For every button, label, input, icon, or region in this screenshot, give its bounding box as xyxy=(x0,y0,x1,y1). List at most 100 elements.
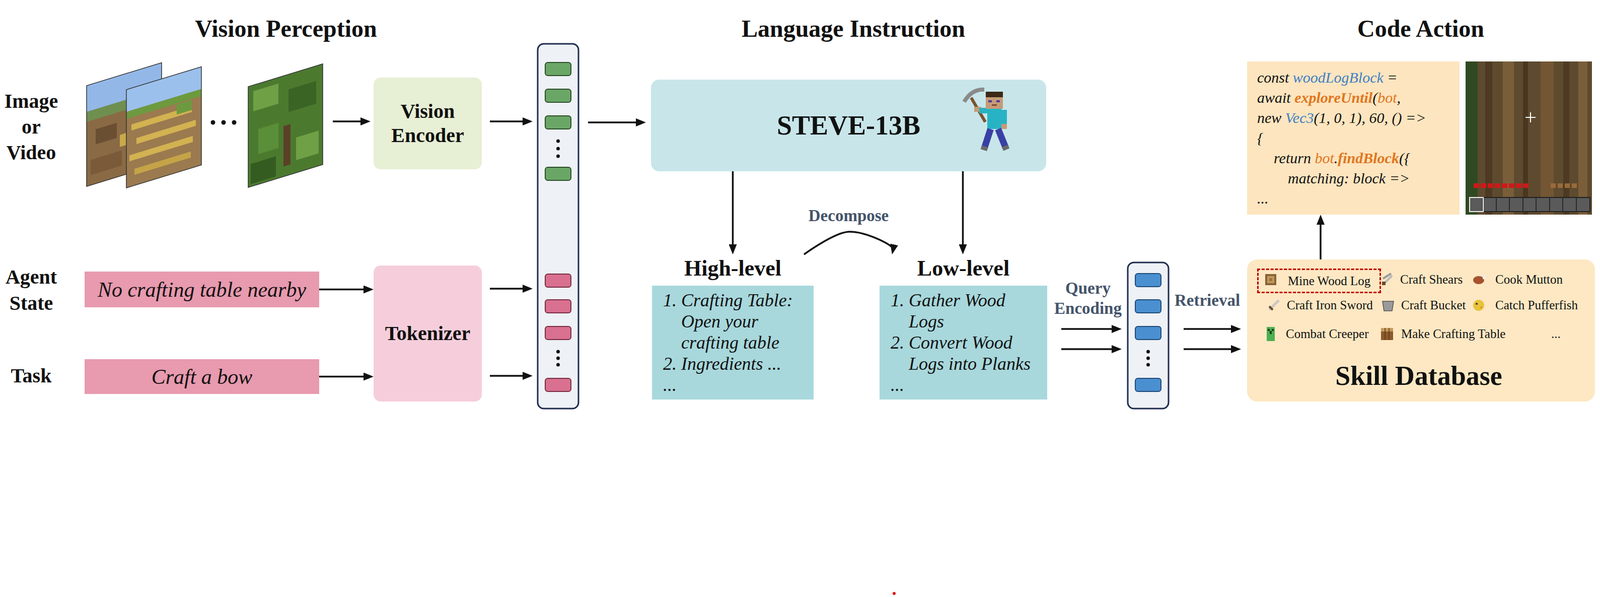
list-item: 2. Convert Wood Logs into Planks xyxy=(890,331,1043,375)
panel-heading: High-level xyxy=(651,254,814,283)
game-frame xyxy=(248,63,323,188)
query-column xyxy=(1135,299,1161,313)
game-screenshot xyxy=(1473,183,1480,188)
token-column xyxy=(545,89,571,103)
selected-skill: Mine Wood Log xyxy=(1257,268,1381,294)
code-token: ({ xyxy=(1399,149,1411,167)
steve-figure xyxy=(991,104,997,106)
pufferfish-icon xyxy=(1473,299,1485,311)
game-screenshot xyxy=(1535,197,1537,212)
section-title: Code Action xyxy=(1357,14,1485,44)
steve-figure xyxy=(985,91,1003,109)
edge-label: Decompose xyxy=(806,205,891,226)
game-frames xyxy=(86,62,323,188)
game-screenshot xyxy=(1515,183,1522,188)
log-icon xyxy=(1265,273,1277,285)
query-column xyxy=(1146,349,1150,354)
game-screenshot xyxy=(1473,183,1529,188)
crafting-table-icon xyxy=(1380,327,1394,340)
flow-arrow xyxy=(319,288,371,291)
token-column xyxy=(556,362,560,367)
token-column xyxy=(537,43,579,409)
query-column xyxy=(1146,362,1150,367)
code-line: await exploreUntil(bot, xyxy=(1257,87,1452,108)
node-fill xyxy=(650,79,1047,172)
shears-icon xyxy=(1382,273,1393,285)
instruction-panel: High-level 1. Crafting Table: Open your c… xyxy=(651,254,814,400)
game-frame xyxy=(248,63,323,188)
code-token: => xyxy=(1385,169,1410,187)
game-frame xyxy=(134,151,191,175)
game-screenshot xyxy=(1522,197,1524,212)
crafting-table-icon xyxy=(1388,327,1390,340)
game-screenshot xyxy=(1485,61,1493,215)
skill-name: Cook Mutton xyxy=(1495,271,1563,287)
sword-icon xyxy=(1269,300,1279,310)
steve-figure xyxy=(964,89,1010,152)
log-icon xyxy=(1265,273,1277,285)
game-screenshot xyxy=(1465,61,1592,215)
bucket-icon xyxy=(1382,301,1394,311)
steve-figure xyxy=(988,100,992,103)
game-screenshot xyxy=(1540,61,1554,215)
code-token: ... xyxy=(1257,189,1269,207)
flow-arrows xyxy=(1183,347,1239,350)
database-title: Skill Database xyxy=(1335,359,1503,392)
game-frame xyxy=(126,66,202,188)
game-screenshot xyxy=(1522,183,1529,188)
token-column xyxy=(545,378,571,392)
game-frame xyxy=(95,122,117,145)
flow-arrows xyxy=(332,120,368,123)
steve-figure xyxy=(980,127,994,152)
code-token xyxy=(1281,109,1286,126)
token-column xyxy=(556,147,560,151)
input-label: Task xyxy=(11,363,52,388)
code-token xyxy=(1290,89,1295,106)
game-screenshot xyxy=(1578,61,1588,215)
ellipsis-dot xyxy=(221,120,227,125)
game-screenshot xyxy=(1508,197,1510,212)
step-label: Query Encoding xyxy=(1054,277,1122,319)
game-screenshot xyxy=(1530,112,1532,123)
skill-name: Catch Pufferfish xyxy=(1495,297,1578,313)
stray-dot xyxy=(892,591,896,595)
flow-arrows xyxy=(1061,327,1119,330)
flow-arrows xyxy=(1061,347,1119,350)
code-token: Vec3 xyxy=(1285,109,1315,126)
crafting-table-icon xyxy=(1384,327,1386,340)
steve-figure xyxy=(964,89,985,102)
game-frame xyxy=(126,66,202,188)
code-token: (1, 0, 1), 60, () => xyxy=(1313,109,1426,126)
token-column xyxy=(556,349,560,354)
task-text: Craft a bow xyxy=(151,364,253,390)
query-column xyxy=(1127,262,1169,409)
game-frame xyxy=(283,123,291,167)
token-column xyxy=(545,326,571,340)
game-frame xyxy=(258,122,279,155)
code-token: bot xyxy=(1314,149,1334,167)
skill-name: Mine Wood Log xyxy=(1287,273,1371,289)
game-screenshot xyxy=(1494,183,1501,188)
list-item: ... xyxy=(663,374,809,396)
game-screenshot xyxy=(1550,183,1577,188)
shears-icon xyxy=(1382,281,1386,285)
box-title: Vision Encoder xyxy=(379,99,476,148)
flow-arrows xyxy=(1183,327,1239,330)
code-token: = xyxy=(1383,68,1398,86)
skill-name: Craft Shears xyxy=(1400,271,1463,287)
code-token: : xyxy=(1344,169,1354,187)
code-line: { xyxy=(1257,127,1452,149)
section-title: Language Instruction xyxy=(741,14,966,44)
log-icon xyxy=(1269,277,1273,281)
game-screenshot xyxy=(1482,197,1577,212)
shears-icon xyxy=(1383,273,1392,279)
list-item: 1. Crafting Table: Open your crafting ta… xyxy=(663,289,809,353)
skill-name: Craft Iron Sword xyxy=(1286,297,1373,313)
game-screenshot xyxy=(1550,183,1556,188)
game-screenshot xyxy=(1501,183,1508,188)
state-box: No crafting table nearby xyxy=(84,271,320,308)
bucket-icon xyxy=(1382,301,1394,311)
flow-arrows xyxy=(489,120,530,123)
code-token: matching xyxy=(1287,169,1345,187)
